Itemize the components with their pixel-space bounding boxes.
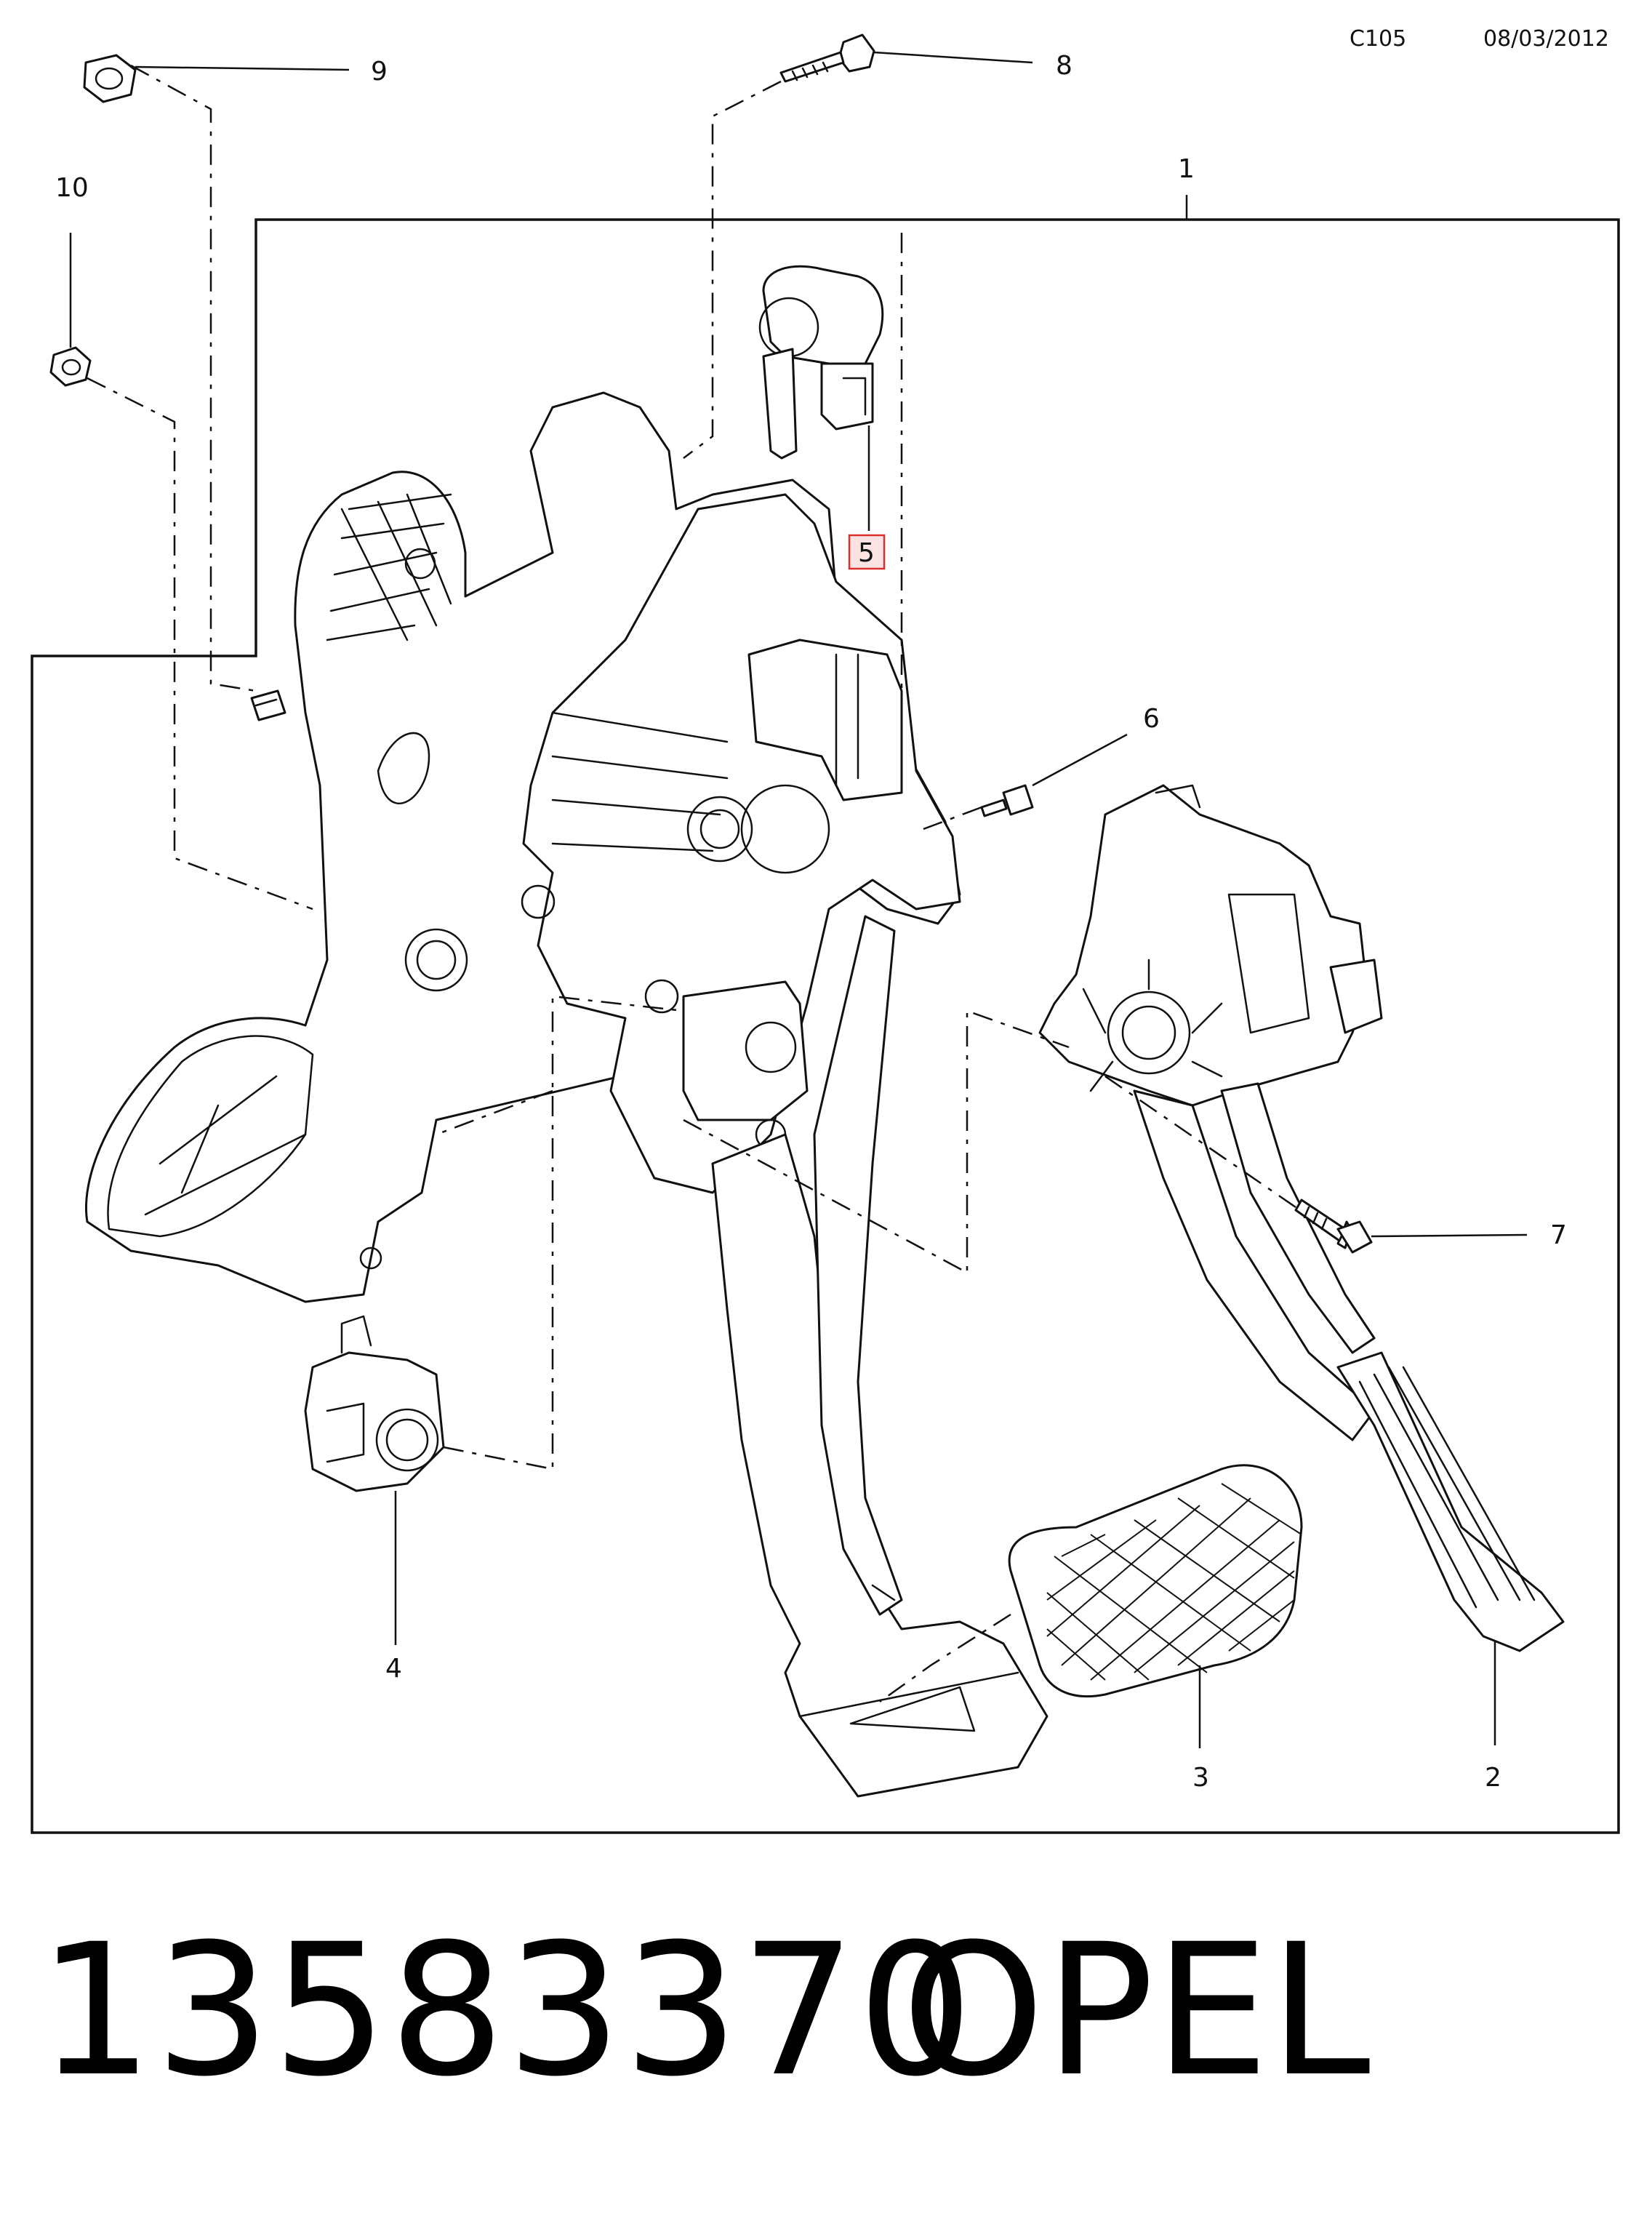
brand-name: OPEL <box>902 1905 1371 2116</box>
callout-1: 1 <box>1178 154 1195 184</box>
clutch-pedal <box>711 1133 1048 1798</box>
callout-5-highlight <box>848 534 886 570</box>
brake-pedal <box>813 915 903 1616</box>
accelerator-pedal <box>1038 784 1565 1652</box>
callout-3: 3 <box>1192 1763 1209 1793</box>
diagram-date: 08/03/2012 <box>1483 26 1609 52</box>
bolt-8 <box>779 33 875 83</box>
center-bracket <box>521 493 961 1194</box>
callout-8: 8 <box>1056 51 1072 81</box>
callout-4: 4 <box>385 1654 402 1684</box>
callout-2: 2 <box>1485 1763 1501 1793</box>
nut-9 <box>83 54 137 103</box>
stud-left <box>250 689 286 721</box>
part-number: 13583370 <box>38 1905 975 2116</box>
callout-6: 6 <box>1143 704 1160 734</box>
brake-pedal-pad <box>1008 1464 1303 1698</box>
assembly-frame <box>31 218 1620 1834</box>
bushing-4 <box>304 1315 445 1492</box>
callout-10: 10 <box>55 173 89 203</box>
bolt-7 <box>1294 1198 1373 1254</box>
bolt-6 <box>980 784 1034 817</box>
diagram-code: C105 <box>1350 26 1407 52</box>
callout-9: 9 <box>371 57 388 87</box>
callout-7: 7 <box>1550 1220 1567 1250</box>
nut-10 <box>49 346 92 387</box>
brake-light-sensor <box>758 265 884 460</box>
callout-5: 5 <box>858 538 875 568</box>
